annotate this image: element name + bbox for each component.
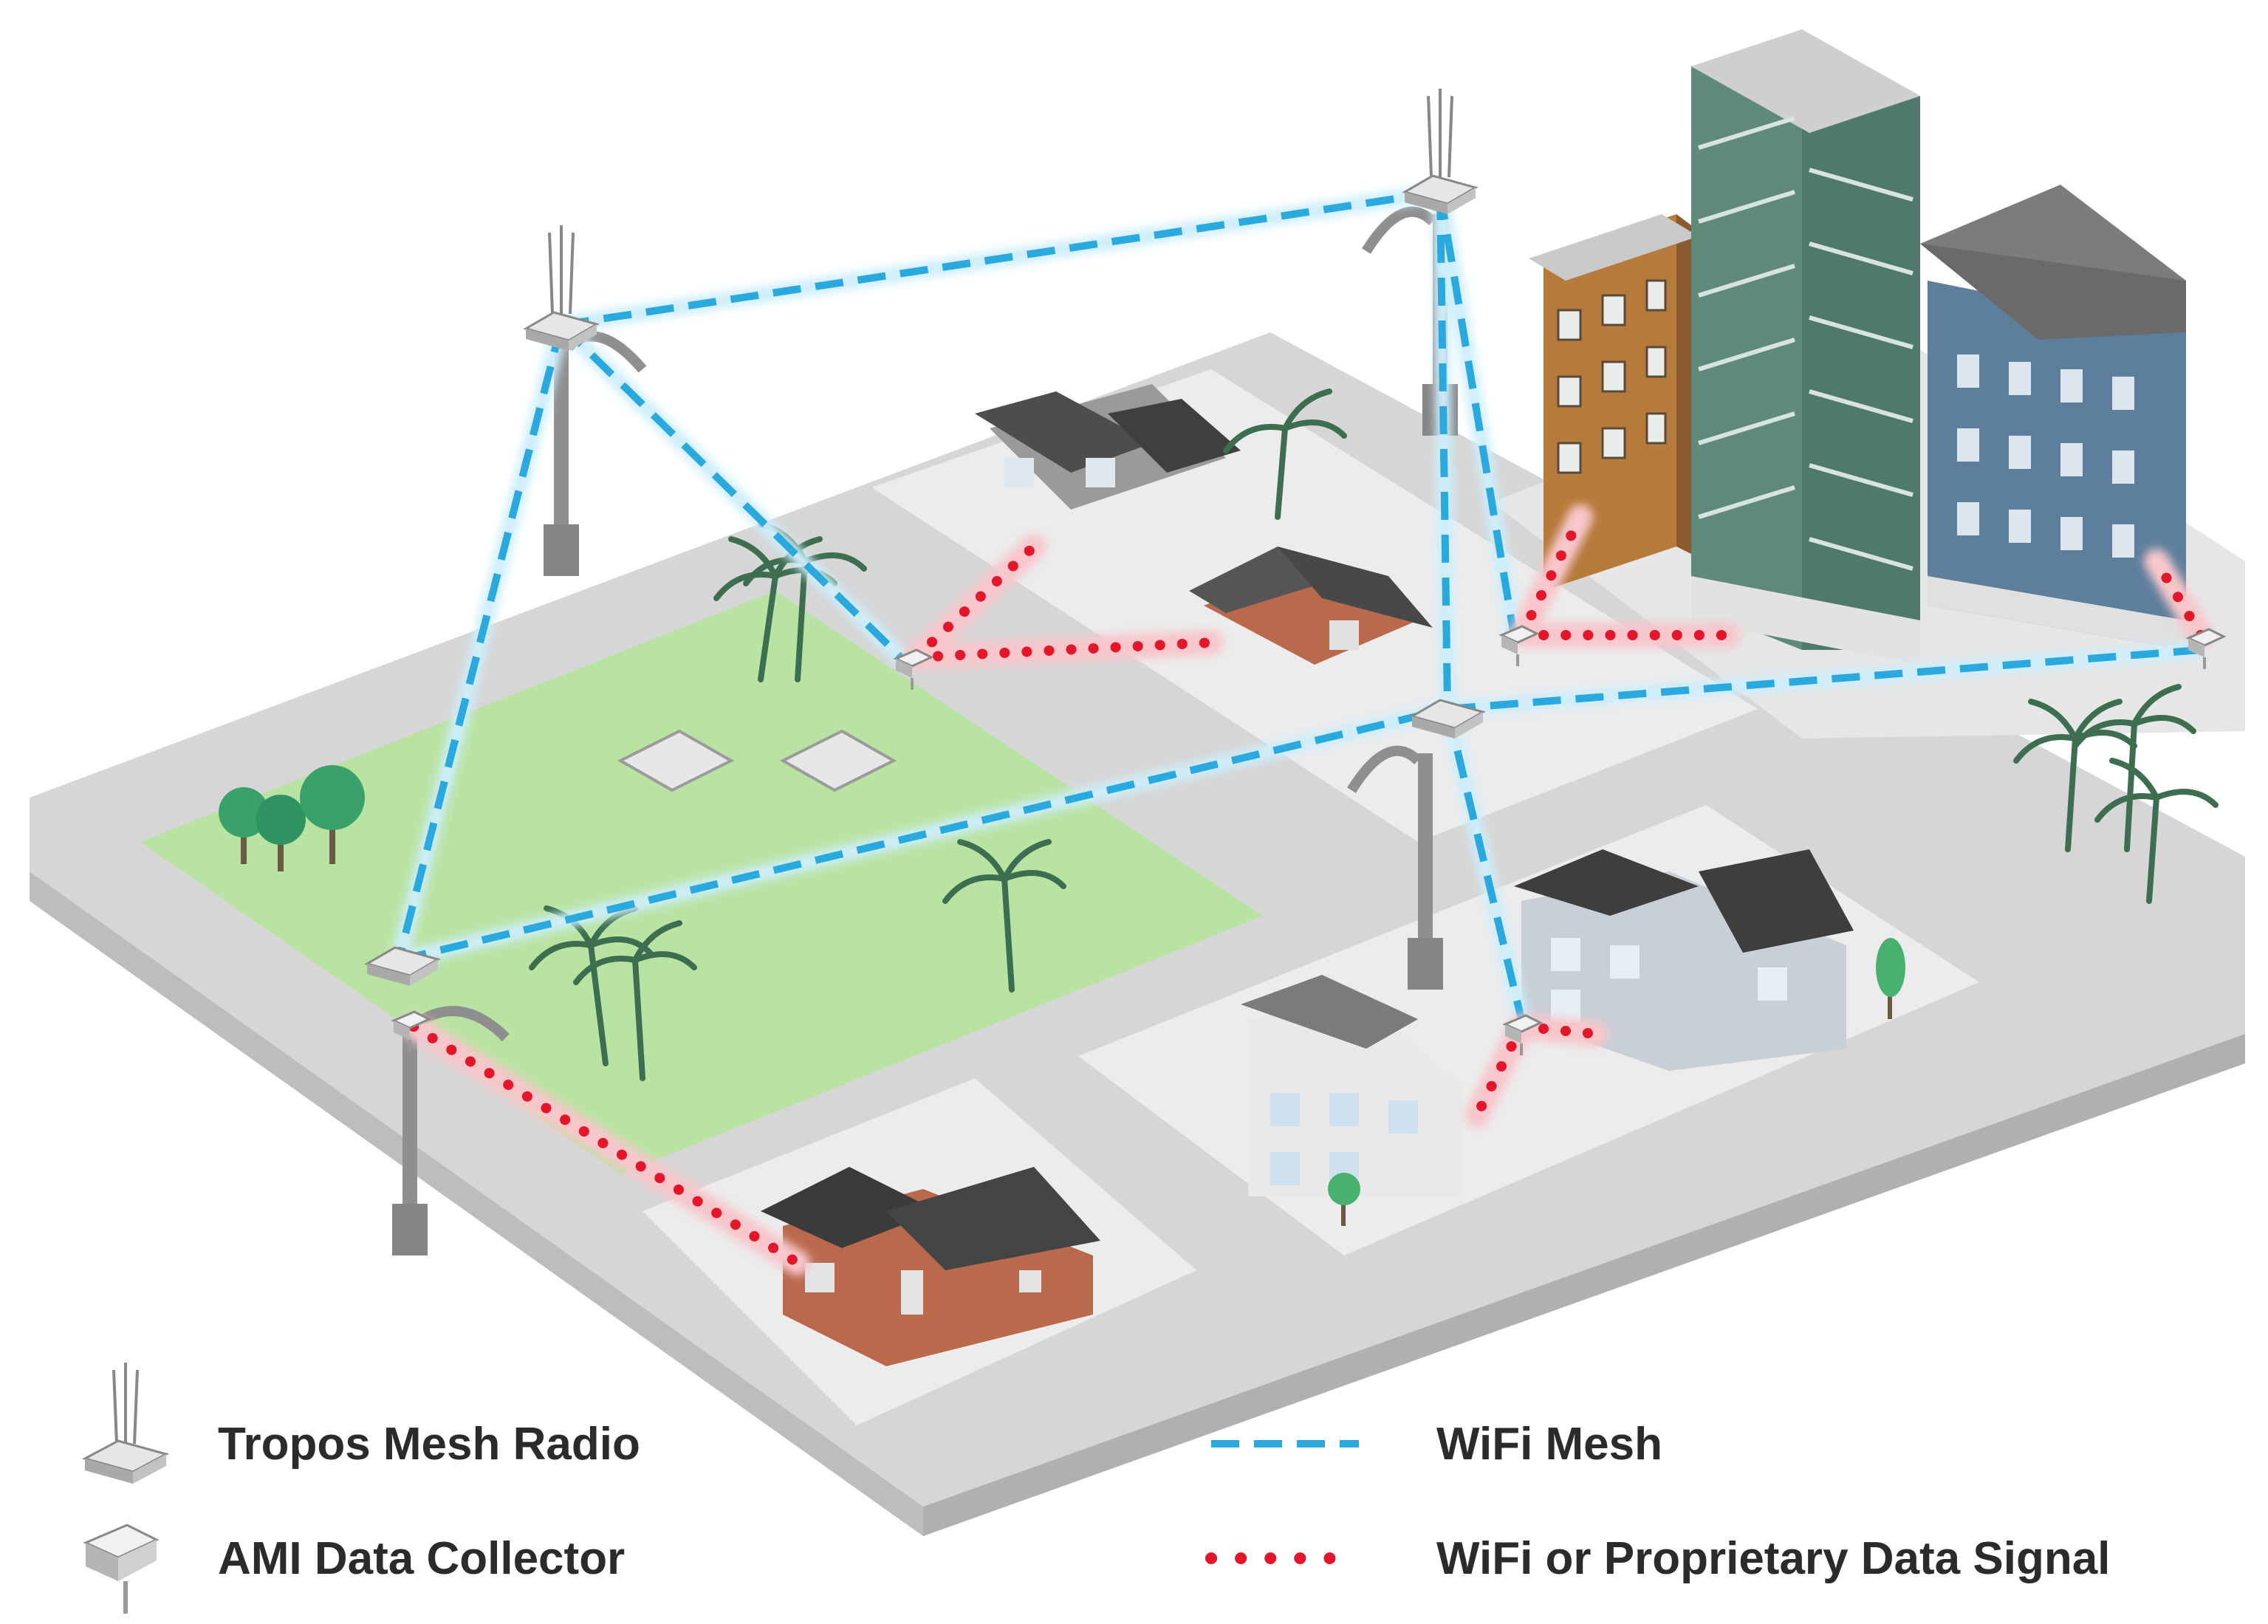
signal-link-8 <box>408 1021 803 1268</box>
mesh-link-2 <box>395 323 565 962</box>
gray-house-top <box>975 384 1241 510</box>
ami-data-collector-icon <box>1502 1014 1544 1055</box>
tropos-mesh-radio-icon <box>523 225 600 351</box>
palm-trees <box>529 388 2219 1081</box>
brown-tower <box>1529 214 1706 591</box>
light-pole-center <box>1347 745 1443 990</box>
mesh-link-3 <box>558 322 911 668</box>
gray-house-bottom <box>1514 849 1854 1071</box>
round-trees <box>219 765 1905 1226</box>
mesh-radios <box>364 89 1486 986</box>
signal-link-7 <box>1516 1021 1600 1039</box>
ami-data-collector-icon <box>1498 625 1540 666</box>
legend-label-data-signal: WiFi or Proprietary Data Signal <box>1436 1533 2111 1584</box>
tropos-mesh-radio-icon <box>81 1363 170 1484</box>
mesh-link-4 <box>1436 191 1451 710</box>
ami-data-collector-icon <box>391 1010 432 1052</box>
tropos-mesh-radio-icon <box>1402 89 1479 214</box>
picnic-tables <box>617 729 897 792</box>
tropos-mesh-radio-icon <box>364 946 441 986</box>
wifi-mesh-links <box>391 184 2202 1021</box>
glass-tower <box>1691 30 1920 665</box>
signal-link-1 <box>911 541 1039 662</box>
buildings <box>761 30 2186 1366</box>
data-signal-links <box>401 504 2213 1275</box>
ami-data-collector-icon <box>893 648 934 690</box>
ami-data-collector-icon <box>83 1524 160 1614</box>
legend-label-data-collector: AMI Data Collector <box>218 1533 626 1584</box>
legend-label-mesh-radio: Tropos Mesh Radio <box>218 1419 640 1470</box>
legend-label-wifi-mesh: WiFi Mesh <box>1436 1419 1663 1470</box>
light-pole-top-left <box>544 331 647 576</box>
signal-link-2 <box>911 637 1216 662</box>
signal-link-6 <box>1472 1021 1527 1120</box>
ami-data-collector-icon <box>2185 628 2227 669</box>
brick-house-bottom <box>761 1167 1100 1366</box>
data-collectors <box>391 625 2227 1055</box>
signal-link-3 <box>1516 512 1586 640</box>
mesh-link-1 <box>561 188 1441 329</box>
blue-building <box>1920 185 2186 650</box>
mesh-link-8 <box>1444 707 1525 1021</box>
mesh-link-6 <box>397 705 1449 964</box>
brick-house-top <box>1189 547 1433 665</box>
signal-link-5 <box>2151 556 2206 640</box>
legend-symbols <box>81 1363 1374 1614</box>
mesh-link-5 <box>1436 191 1518 636</box>
tropos-mesh-radio-icon <box>1409 699 1486 739</box>
